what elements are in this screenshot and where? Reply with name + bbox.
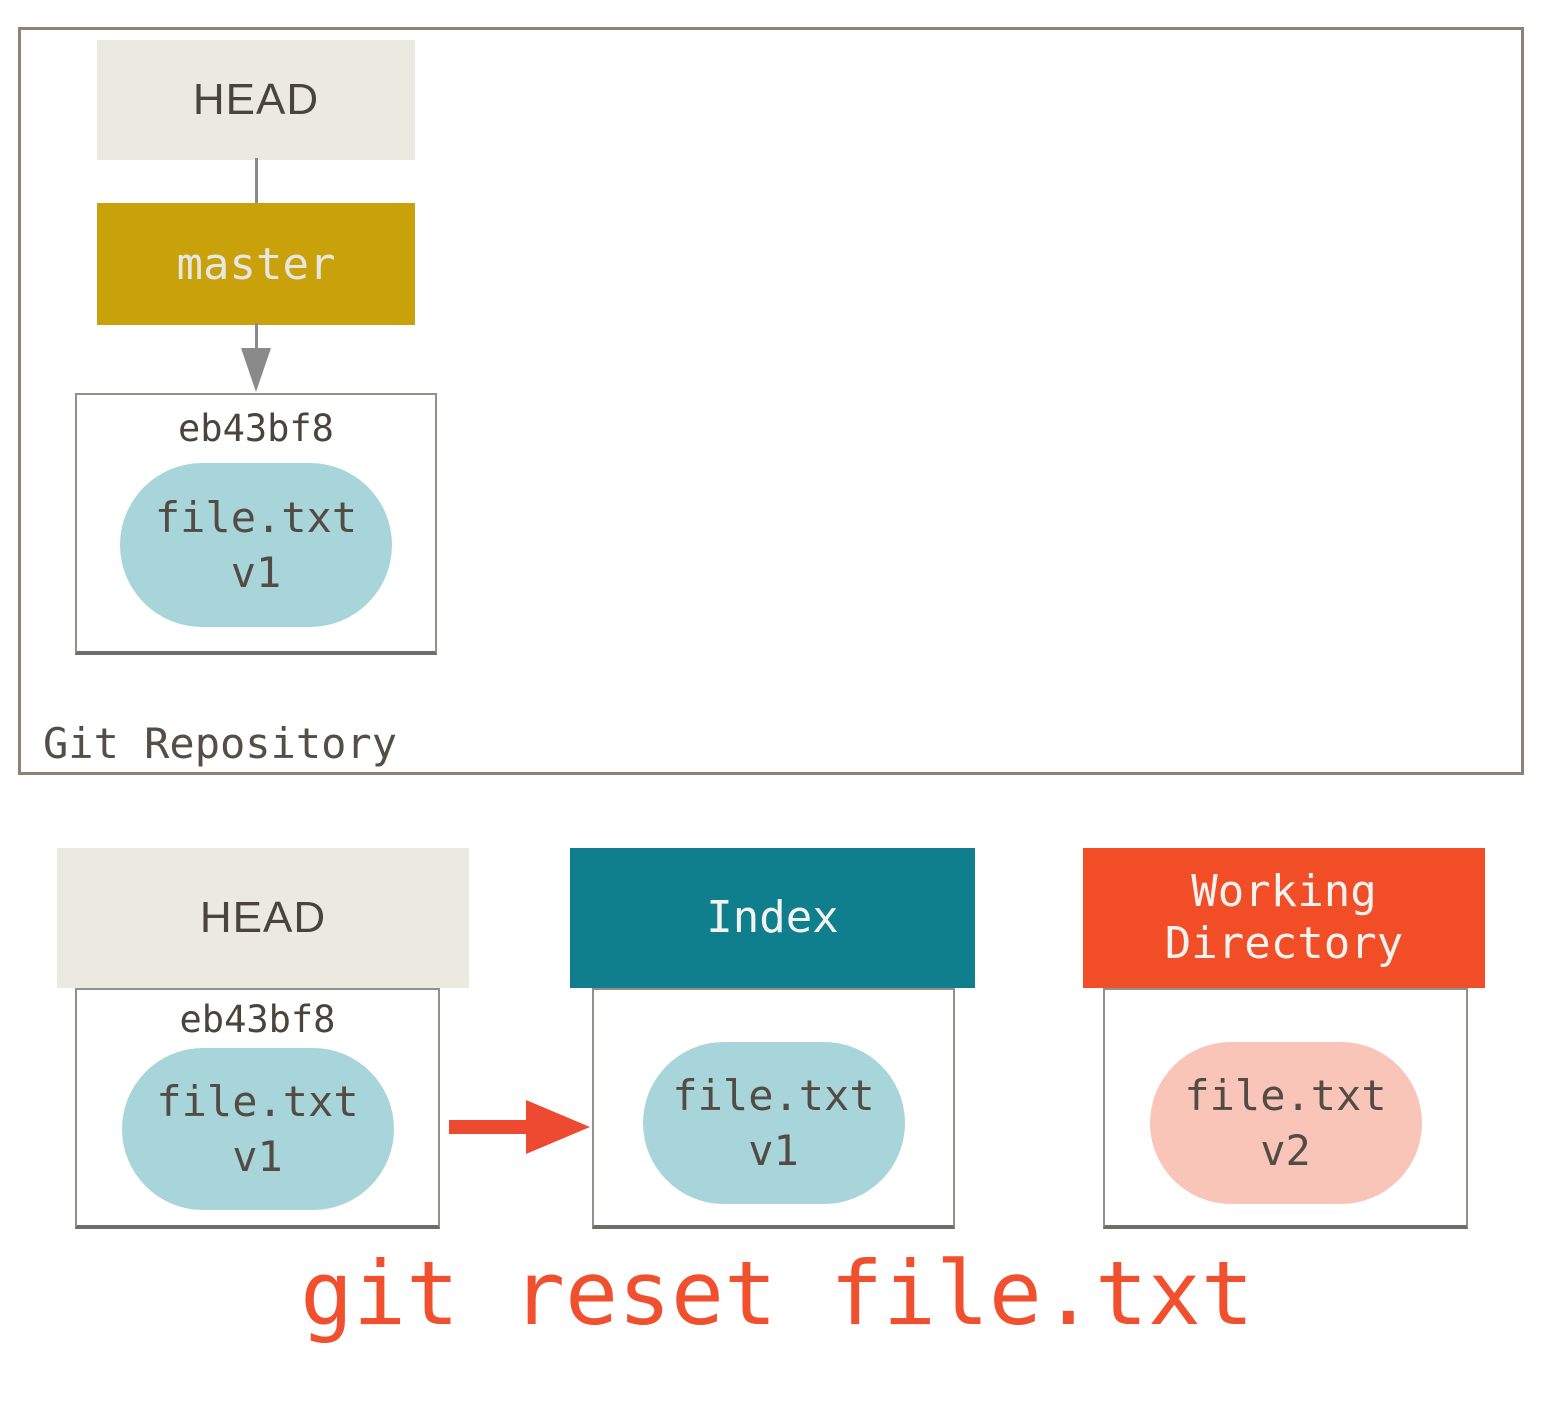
file-blob-index: file.txt v1: [642, 1042, 905, 1204]
file-name: file.txt: [156, 1077, 359, 1126]
head-ref-box: HEAD: [97, 40, 415, 160]
index-column-label: Index: [706, 892, 839, 943]
working-directory-column-header: Working Directory: [1083, 848, 1485, 988]
file-version: v1: [230, 548, 282, 597]
working-directory-tree-box: file.txt v2: [1103, 988, 1468, 1229]
commit-id: eb43bf8: [178, 407, 334, 450]
head-column-label: HEAD: [199, 893, 327, 942]
file-name: file.txt: [1184, 1071, 1387, 1120]
file-blob-head: file.txt v1: [121, 1048, 394, 1210]
head-to-master-connector: [255, 158, 258, 205]
head-column-header: HEAD: [57, 848, 469, 988]
head-ref-label: HEAD: [192, 75, 320, 124]
file-name: file.txt: [672, 1071, 875, 1120]
head-to-index-arrow-shaft: [449, 1120, 527, 1134]
master-branch-label: master: [176, 238, 336, 290]
file-name: file.txt: [154, 493, 358, 542]
master-branch-box: master: [97, 203, 415, 325]
git-repository-label: Git Repository: [43, 719, 398, 768]
arrow-right-icon: [526, 1100, 590, 1154]
index-column-header: Index: [570, 848, 975, 988]
working-directory-column-label: Working Directory: [1164, 866, 1404, 969]
file-version: v1: [232, 1132, 283, 1181]
command-caption: git reset file.txt: [300, 1242, 1254, 1345]
commit-box: eb43bf8 file.txt v1: [75, 393, 437, 655]
file-blob-repo: file.txt v1: [120, 463, 392, 627]
file-version: v2: [1260, 1126, 1311, 1175]
index-tree-box: file.txt v1: [592, 988, 955, 1229]
file-blob-working-directory: file.txt v2: [1149, 1042, 1422, 1204]
arrow-down-icon: [241, 348, 271, 392]
file-version: v1: [748, 1126, 799, 1175]
head-tree-box: eb43bf8 file.txt v1: [75, 988, 440, 1229]
master-to-commit-connector: [255, 323, 258, 351]
head-commit-id: eb43bf8: [179, 998, 336, 1041]
